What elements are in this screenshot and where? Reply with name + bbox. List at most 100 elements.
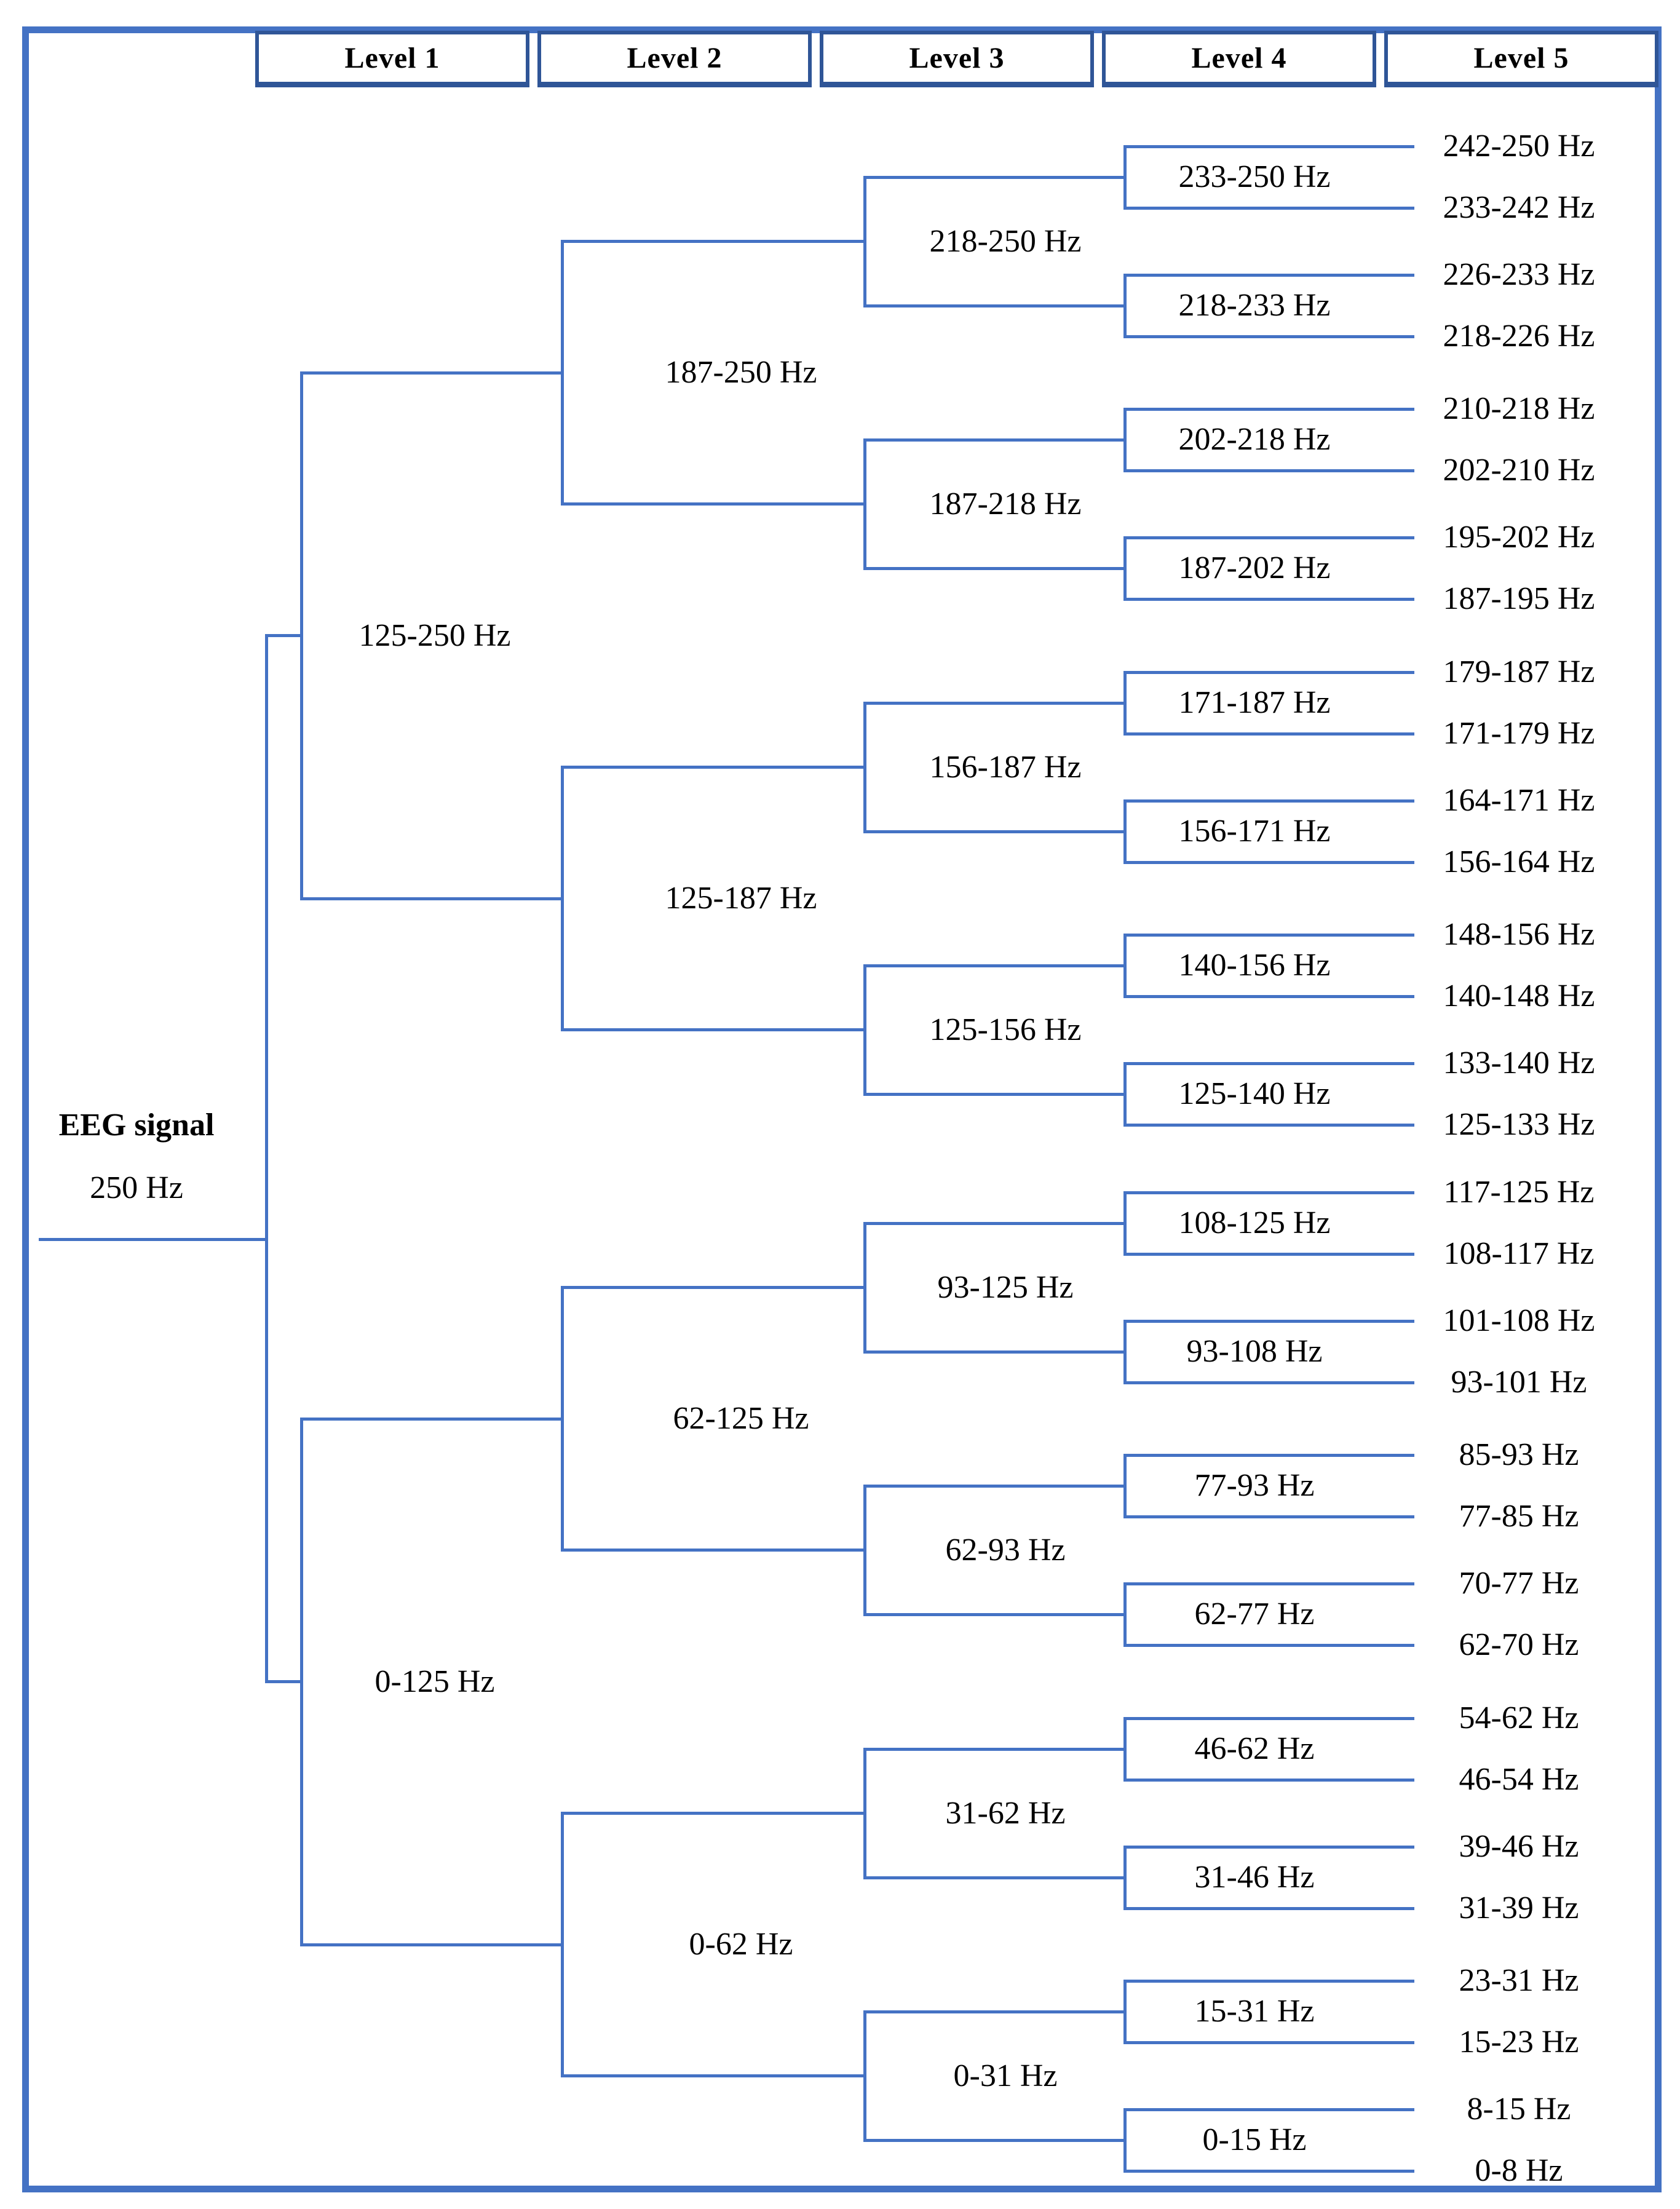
tree-node-label: 140-156 Hz	[1178, 948, 1331, 983]
tree-node-label: 108-125 Hz	[1178, 1205, 1331, 1240]
node-hline	[865, 1350, 1125, 1354]
node-bracket-vline	[1123, 934, 1127, 998]
leaf-hline	[1125, 671, 1414, 674]
tree-leaf-label: 39-46 Hz	[1459, 1829, 1579, 1864]
tree-leaf-label: 77-85 Hz	[1459, 1499, 1579, 1534]
node-hline	[865, 567, 1125, 570]
leaf-hline	[1125, 861, 1414, 864]
leaf-hline	[1125, 1644, 1414, 1647]
level-header-label: Level 2	[627, 42, 723, 74]
tree-node-label: 125-140 Hz	[1178, 1076, 1331, 1111]
tree-leaf-label: 233-242 Hz	[1443, 190, 1595, 225]
level-header-label: Level 5	[1473, 42, 1569, 74]
node-bracket-vline	[863, 1222, 866, 1354]
node-bracket-vline	[863, 176, 866, 307]
node-bracket-vline	[1123, 274, 1127, 338]
tree-node-label: 46-62 Hz	[1194, 1731, 1315, 1766]
tree-leaf-label: 218-226 Hz	[1443, 319, 1595, 354]
tree-node-label: 77-93 Hz	[1194, 1468, 1315, 1503]
tree-node-label: 125-187 Hz	[665, 881, 817, 916]
node-hline	[301, 371, 562, 375]
tree-node-label: 15-31 Hz	[1194, 1994, 1315, 2029]
leaf-hline	[1125, 335, 1414, 338]
leaf-hline	[1125, 799, 1414, 803]
node-bracket-vline	[1123, 2108, 1127, 2173]
node-hline	[562, 1812, 865, 1815]
leaf-hline	[1125, 207, 1414, 210]
leaf-hline	[1125, 1717, 1414, 1720]
tree-leaf-label: 156-164 Hz	[1443, 844, 1595, 879]
root-hline	[39, 1238, 268, 1241]
node-bracket-vline	[1123, 1320, 1127, 1384]
node-hline	[266, 634, 301, 637]
leaf-hline	[1125, 1582, 1414, 1585]
tree-leaf-label: 101-108 Hz	[1443, 1303, 1595, 1338]
node-bracket-vline	[863, 2010, 866, 2142]
tree-leaf-label: 140-148 Hz	[1443, 978, 1595, 1013]
tree-leaf-label: 46-54 Hz	[1459, 1762, 1579, 1797]
node-hline	[865, 830, 1125, 833]
tree-leaf-label: 171-179 Hz	[1443, 716, 1595, 751]
level-header-box: Level 5	[1384, 31, 1658, 87]
node-hline	[865, 1485, 1125, 1488]
node-bracket-vline	[863, 964, 866, 1096]
leaf-hline	[1125, 598, 1414, 601]
tree-node-label: 93-108 Hz	[1186, 1334, 1323, 1369]
tree-leaf-label: 62-70 Hz	[1459, 1627, 1579, 1662]
node-bracket-vline	[561, 766, 564, 1031]
tree-leaf-label: 8-15 Hz	[1467, 2092, 1571, 2127]
node-bracket-vline	[1123, 1980, 1127, 2044]
leaf-hline	[1125, 1253, 1414, 1256]
node-hline	[301, 1943, 562, 1946]
leaf-hline	[1125, 1515, 1414, 1518]
leaf-hline	[1125, 934, 1414, 937]
node-bracket-vline	[863, 438, 866, 570]
root-bracket-vline	[265, 634, 268, 1683]
node-bracket-vline	[1123, 408, 1127, 472]
node-hline	[301, 1418, 562, 1421]
node-bracket-vline	[863, 702, 866, 833]
tree-node-label: 0-31 Hz	[953, 2058, 1058, 2093]
leaf-hline	[1125, 408, 1414, 411]
node-bracket-vline	[300, 1418, 303, 1946]
node-bracket-vline	[1123, 536, 1127, 601]
node-hline	[266, 1680, 301, 1683]
node-hline	[865, 2139, 1125, 2142]
leaf-hline	[1125, 536, 1414, 539]
tree-leaf-label: 108-117 Hz	[1443, 1236, 1595, 1271]
leaf-hline	[1125, 1980, 1414, 1983]
node-bracket-vline	[1123, 1454, 1127, 1518]
node-hline	[865, 2010, 1125, 2013]
leaf-hline	[1125, 274, 1414, 277]
tree-leaf-label: 195-202 Hz	[1443, 520, 1595, 555]
node-bracket-vline	[1123, 671, 1127, 736]
node-hline	[562, 766, 865, 769]
level-header-label: Level 4	[1191, 42, 1287, 74]
node-hline	[865, 438, 1125, 442]
node-hline	[865, 304, 1125, 307]
page-border	[22, 26, 1662, 2192]
tree-leaf-label: 85-93 Hz	[1459, 1437, 1579, 1472]
tree-leaf-label: 93-101 Hz	[1451, 1365, 1587, 1400]
node-hline	[865, 1876, 1125, 1879]
leaf-hline	[1125, 1191, 1414, 1194]
node-bracket-vline	[561, 1286, 564, 1552]
node-bracket-vline	[1123, 799, 1127, 864]
tree-leaf-label: 23-31 Hz	[1459, 1963, 1579, 1998]
level-header-box: Level 4	[1102, 31, 1376, 87]
level-header-box: Level 3	[820, 31, 1094, 87]
node-hline	[865, 702, 1125, 705]
tree-node-label: 93-125 Hz	[937, 1270, 1074, 1305]
tree-node-label: 125-156 Hz	[929, 1012, 1082, 1047]
node-hline	[562, 2074, 865, 2077]
node-bracket-vline	[1123, 1582, 1127, 1647]
tree-leaf-label: 54-62 Hz	[1459, 1700, 1579, 1735]
tree-leaf-label: 226-233 Hz	[1443, 257, 1595, 292]
node-bracket-vline	[300, 371, 303, 900]
node-hline	[562, 1028, 865, 1031]
leaf-hline	[1125, 145, 1414, 148]
tree-node-label: 125-250 Hz	[359, 618, 511, 653]
tree-node-label: 31-46 Hz	[1194, 1860, 1315, 1895]
tree-leaf-label: 15-23 Hz	[1459, 2025, 1579, 2060]
node-hline	[562, 1286, 865, 1289]
